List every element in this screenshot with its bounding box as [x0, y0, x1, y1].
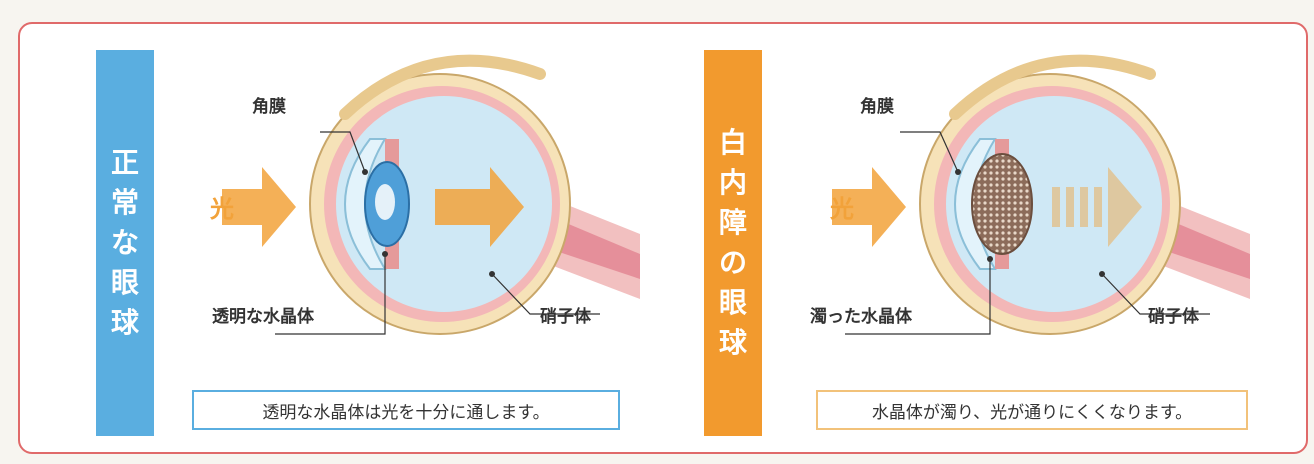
banner-char: 正 [110, 146, 139, 179]
banner-char: 白 [718, 126, 747, 159]
transmitted-light-arrow [435, 167, 524, 247]
incoming-light-arrow [832, 167, 906, 247]
banner-char: 障 [718, 206, 747, 239]
cataract-eye-diagram [832, 54, 1250, 335]
banner-char: の [718, 246, 747, 279]
banner-char: 球 [718, 326, 747, 359]
incoming-light-arrow [222, 167, 296, 247]
banner-char: 常 [110, 186, 139, 219]
banner-char: 内 [718, 166, 747, 199]
light-label: 光 [830, 195, 854, 223]
comparison-frame: 正 常 な 眼 球 [18, 22, 1308, 454]
lens-label: 濁った水晶体 [810, 307, 912, 327]
blocked-light-arrow [1052, 167, 1142, 247]
banner-char: な [110, 226, 139, 259]
banner-char: 眼 [110, 266, 139, 299]
normal-eye-caption: 透明な水晶体は光を十分に通します。 [192, 390, 620, 430]
vitreous-label: 硝子体 [1148, 307, 1199, 327]
lens-label: 透明な水晶体 [212, 307, 314, 327]
cloudy-lens [971, 153, 1033, 255]
vitreous-label: 硝子体 [540, 307, 591, 327]
banner-char: 球 [110, 306, 139, 339]
normal-eye-panel: 正 常 な 眼 球 [20, 24, 660, 452]
banner-char: 眼 [718, 286, 747, 319]
light-label: 光 [210, 195, 234, 223]
cornea-label: 角膜 [252, 97, 286, 117]
cataract-eye-caption: 水晶体が濁り、光が通りにくくなります。 [816, 390, 1248, 430]
cornea-label: 角膜 [860, 97, 894, 117]
cataract-eye-banner: 白 内 障 の 眼 球 [704, 50, 762, 436]
normal-eye-diagram [222, 54, 640, 335]
normal-eye-banner: 正 常 な 眼 球 [96, 50, 154, 436]
cataract-eye-panel: 白 内 障 の 眼 球 [660, 24, 1310, 452]
